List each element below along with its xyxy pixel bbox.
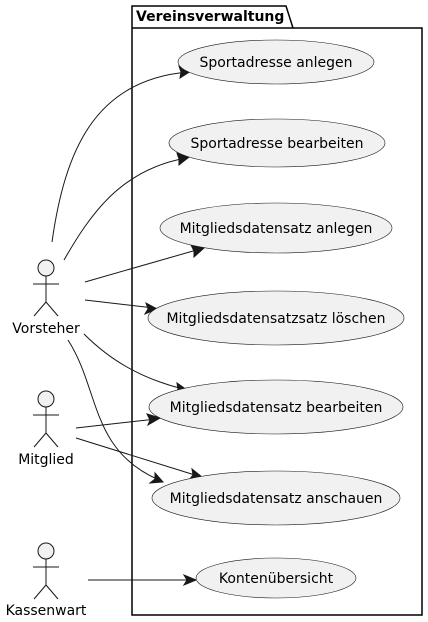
relation-vorsteher-uc5	[83, 333, 184, 390]
use-cases: Sportadresse anlegen Sportadresse bearbe…	[147, 39, 405, 599]
use-case-label: Sportadresse anlegen	[199, 55, 352, 71]
use-case-ellipse	[168, 118, 386, 168]
use-case-ellipse	[148, 379, 404, 435]
package-title: Vereinsverwaltung	[136, 9, 284, 25]
actor-label: Vorsteher	[12, 321, 80, 337]
arrowhead	[148, 471, 165, 484]
use-case-ellipse	[159, 202, 393, 254]
use-case-ellipse	[195, 557, 357, 599]
use-case-mitgliedsdatensatz-bearbeiten: Mitgliedsdatensatz bearbeiten	[148, 379, 404, 435]
use-case-ellipse	[147, 290, 405, 346]
stick-figure-icon	[33, 542, 59, 600]
relation-vorsteher-uc4	[84, 299, 155, 309]
actor-vorsteher: Vorsteher	[12, 259, 80, 337]
relation-vorsteher-uc3	[84, 248, 201, 283]
arrowhead	[146, 413, 162, 427]
package-frame	[131, 5, 423, 616]
use-case-label: Kontenübersicht	[219, 571, 334, 587]
use-case-sportadresse-anlegen: Sportadresse anlegen	[177, 39, 375, 85]
actor-label: Mitglied	[18, 452, 74, 468]
use-case-ellipse	[151, 470, 401, 526]
stick-figure-icon	[33, 259, 59, 317]
use-case-label: Mitgliedsdatensatzsatz löschen	[166, 311, 385, 327]
use-case-label: Mitgliedsdatensatz anlegen	[180, 221, 373, 237]
use-case-kontenuebersicht: Kontenübersicht	[195, 557, 357, 599]
use-case-label: Mitgliedsdatensatz anschauen	[170, 491, 383, 507]
use-case-label: Mitgliedsdatensatz bearbeiten	[170, 400, 383, 416]
arrowhead	[182, 573, 198, 587]
use-case-sportadresse-bearbeiten: Sportadresse bearbeiten	[168, 118, 386, 168]
relation-vorsteher-uc1	[51, 71, 189, 243]
relation-mitglied-uc5	[75, 418, 157, 429]
use-case-label: Sportadresse bearbeiten	[191, 136, 364, 152]
actor-label: Kassenwart	[6, 603, 87, 619]
arrowhead	[143, 301, 159, 316]
relation-mitglied-uc6	[75, 437, 199, 477]
use-case-mitgliedsdatensatz-anschauen: Mitgliedsdatensatz anschauen	[151, 470, 401, 526]
package-vereinsverwaltung: Vereinsverwaltung	[131, 5, 423, 616]
relation-vorsteher-uc2	[63, 157, 187, 261]
actor-kassenwart: Kassenwart	[6, 542, 87, 619]
use-case-mitgliedsdatensatz-anlegen: Mitgliedsdatensatz anlegen	[159, 202, 393, 254]
use-case-mitgliedsdatensatzsatz-loeschen: Mitgliedsdatensatzsatz löschen	[147, 290, 405, 346]
use-case-ellipse	[177, 39, 375, 85]
relation-vorsteher-uc6	[67, 339, 160, 481]
actor-mitglied: Mitglied	[18, 390, 74, 468]
stick-figure-icon	[33, 390, 59, 448]
